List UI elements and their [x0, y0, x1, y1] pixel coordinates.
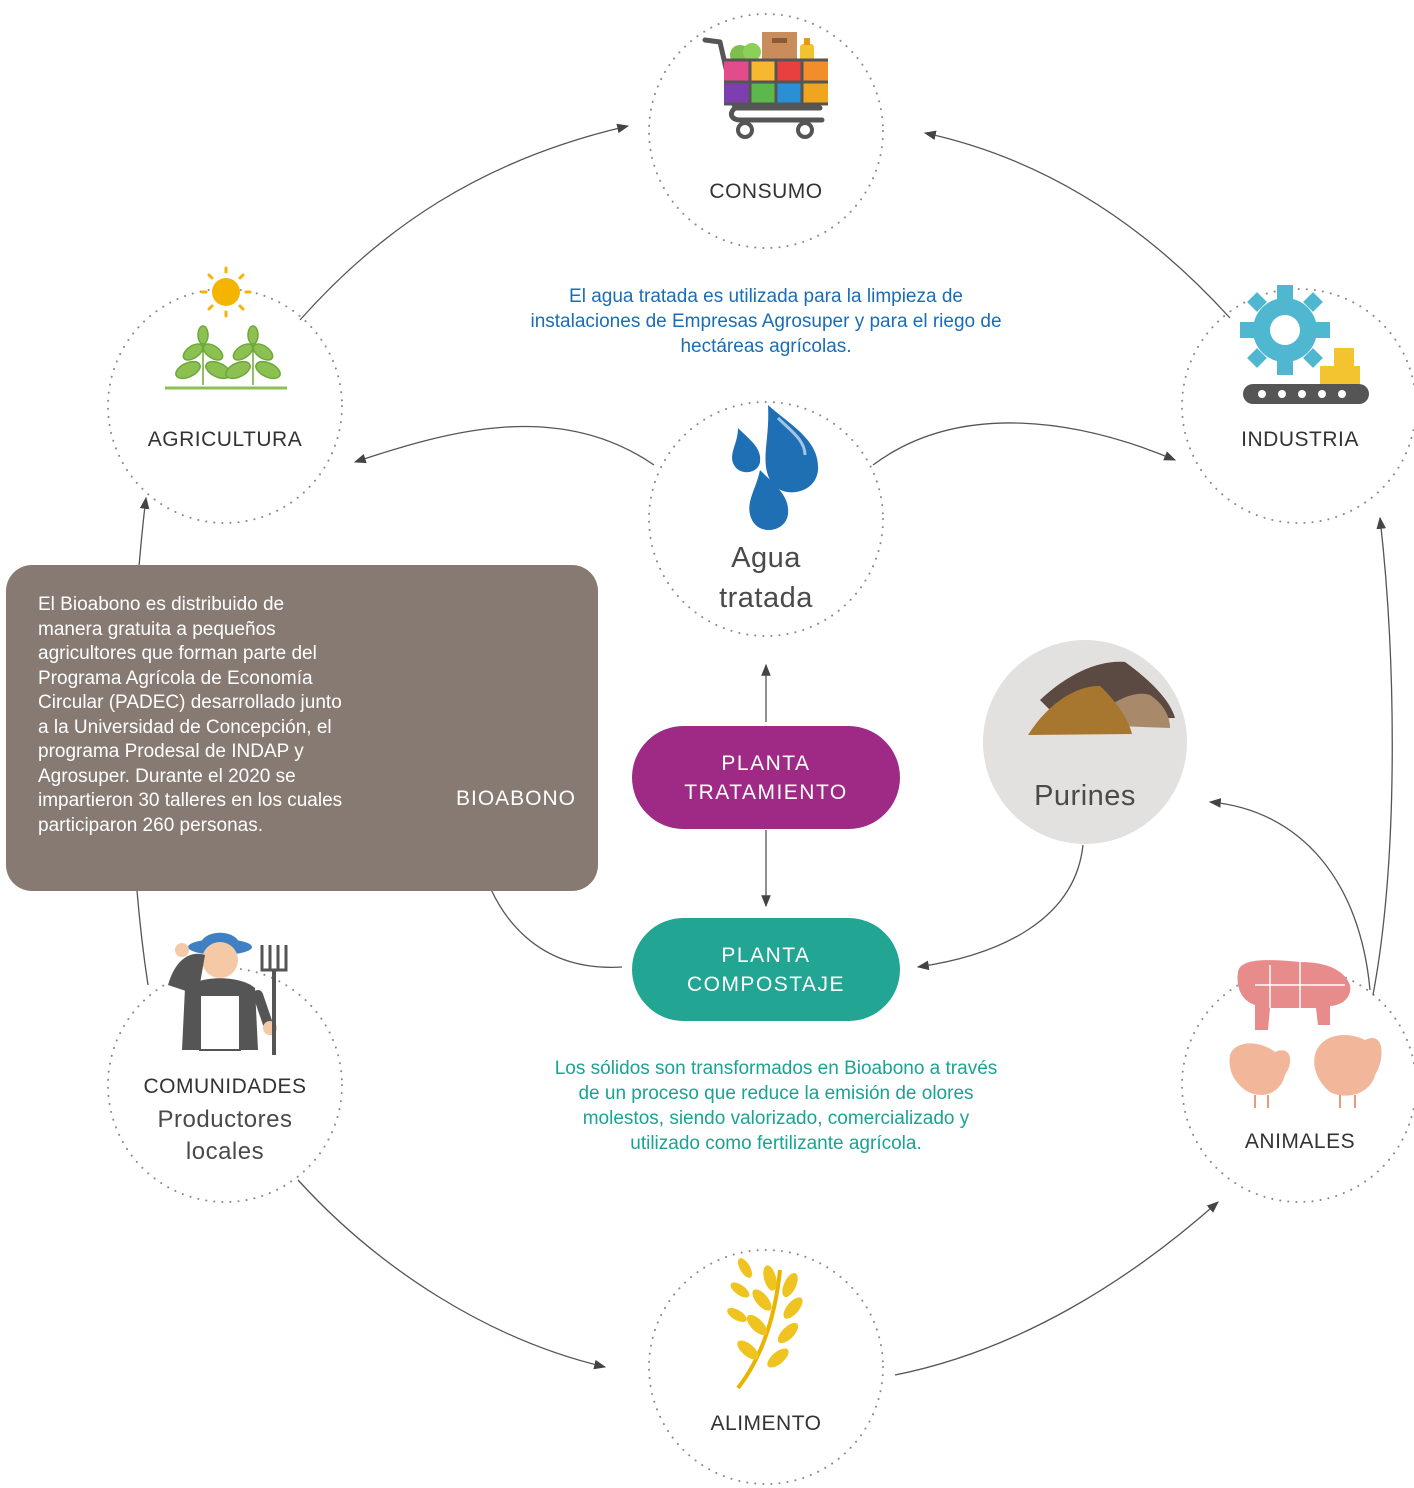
consumo-circle [648, 13, 884, 249]
comunidades-sub-line2: locales [185, 1138, 265, 1165]
planta-compostaje-pill: PLANTA COMPOSTAJE [632, 918, 900, 1021]
bioabono-text-line: a la Universidad de Concepción, el [38, 716, 332, 738]
farmer-icon [168, 932, 288, 1055]
water-caption-line: instalaciones de Empresas Agrosuper y pa… [530, 311, 1002, 332]
comunidades-label: COMUNIDADES [143, 1075, 307, 1098]
planta-tratamiento-pill: PLANTA TRATAMIENTO [632, 726, 900, 829]
agua-circle [648, 401, 884, 637]
consumo-label: CONSUMO [709, 180, 823, 203]
alimento-label: ALIMENTO [710, 1412, 822, 1435]
industria-circle [1181, 288, 1414, 524]
bioabono-text-line: Agrosuper. Durante el 2020 se [38, 765, 296, 787]
bioabono-text-line: Circular (PADEC) desarrollado junto [38, 692, 342, 713]
bioabono-description: El Bioabono es distribuido de manera gra… [38, 593, 428, 838]
arrow-animales-purines [1208, 798, 1371, 991]
industria-label: INDUSTRIA [1241, 428, 1359, 451]
compost-caption-line: molestos, siendo valorizado, comercializ… [582, 1108, 970, 1129]
purines-label: Purines [1034, 780, 1136, 812]
agua-label-line1: Agua [731, 542, 801, 574]
compost-caption-line: de un proceso que reduce la emisión de o… [578, 1083, 974, 1104]
compost-caption-line: Los sólidos son transformados en Bioabon… [554, 1058, 998, 1079]
arrow-purines-compostaje [916, 844, 1084, 971]
bioabono-text-line: Programa Agrícola de Economía [38, 667, 313, 689]
arrow-animales-industria [1372, 516, 1393, 996]
bioabono-text-line: agricultores que forman parte del [38, 643, 317, 664]
bioabono-text-line: El Bioabono es distribuido de [38, 594, 285, 615]
agua-label-line2: tratada [719, 582, 813, 614]
water-caption-line: El agua tratada es utilizada para la lim… [569, 286, 963, 307]
arrow-alimento-animales [894, 1201, 1219, 1376]
arrow-comunidades-alimento [297, 1179, 607, 1370]
water-drops-icon [732, 405, 819, 531]
compost-caption-line: utilizado como fertilizante agrícola. [630, 1133, 922, 1154]
manure-pile-icon [1028, 661, 1175, 735]
bioabono-box: El Bioabono es distribuido de manera gra… [6, 565, 598, 891]
arrow-agua-agricultura [353, 425, 655, 466]
bioabono-text-line: manera gratuita a pequeños [38, 618, 276, 640]
compost-caption: Los sólidos son transformados en Bioabon… [476, 1056, 1076, 1156]
alimento-circle [648, 1249, 884, 1485]
agricultura-circle [107, 288, 343, 524]
shopping-cart-icon [702, 32, 828, 139]
bioabono-text-line: participaron 260 personas. [38, 814, 263, 836]
water-caption: El agua tratada es utilizada para la lim… [456, 284, 1076, 359]
water-caption-line: hectáreas agrícolas. [680, 336, 852, 357]
livestock-icon [1229, 960, 1382, 1108]
wheat-icon [727, 1258, 803, 1390]
pill-line: PLANTA [721, 751, 811, 775]
bioabono-text-line: impartieron 30 talleres en los cuales [38, 790, 343, 811]
sun-plants-icon [165, 266, 287, 390]
comunidades-sub-line1: Productores [157, 1106, 293, 1133]
arrow-agricultura-consumo [299, 123, 630, 321]
animales-label: ANIMALES [1244, 1130, 1356, 1153]
arrow-agua-industria [872, 422, 1177, 466]
pill-line: TRATAMIENTO [684, 780, 848, 804]
bioabono-text-line: programa Prodesal de INDAP y [38, 741, 304, 762]
agricultura-label: AGRICULTURA [147, 428, 303, 451]
arrow-industria-consumo [923, 130, 1231, 319]
pill-line: COMPOSTAJE [686, 972, 846, 996]
bioabono-label: BIOABONO [455, 787, 577, 810]
pill-line: PLANTA [721, 943, 811, 967]
gear-conveyor-icon [1240, 285, 1369, 404]
